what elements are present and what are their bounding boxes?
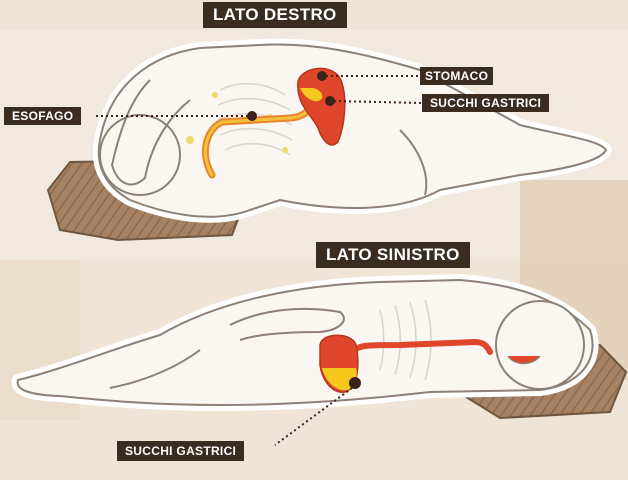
title-left-side: LATO SINISTRO bbox=[316, 242, 470, 268]
title-right-side: LATO DESTRO bbox=[203, 2, 347, 28]
body-bottom bbox=[16, 278, 594, 407]
head-bottom bbox=[495, 300, 585, 390]
label-gastric-juice-top: SUCCHI GASTRICI bbox=[422, 94, 550, 112]
label-esophagus: ESOFAGO bbox=[4, 107, 82, 125]
esophagus-bottom bbox=[349, 338, 493, 355]
gastric-juice-top bbox=[300, 88, 323, 102]
stomach-top bbox=[297, 67, 346, 146]
gastric-juice-bottom bbox=[322, 368, 357, 391]
head-top bbox=[99, 114, 181, 196]
figure-left-side bbox=[11, 274, 628, 446]
label-gastric-juice-bottom: SUCCHI GASTRICI bbox=[117, 441, 245, 461]
label-stomach: STOMACO bbox=[420, 67, 494, 85]
figure-right-side bbox=[46, 38, 612, 242]
